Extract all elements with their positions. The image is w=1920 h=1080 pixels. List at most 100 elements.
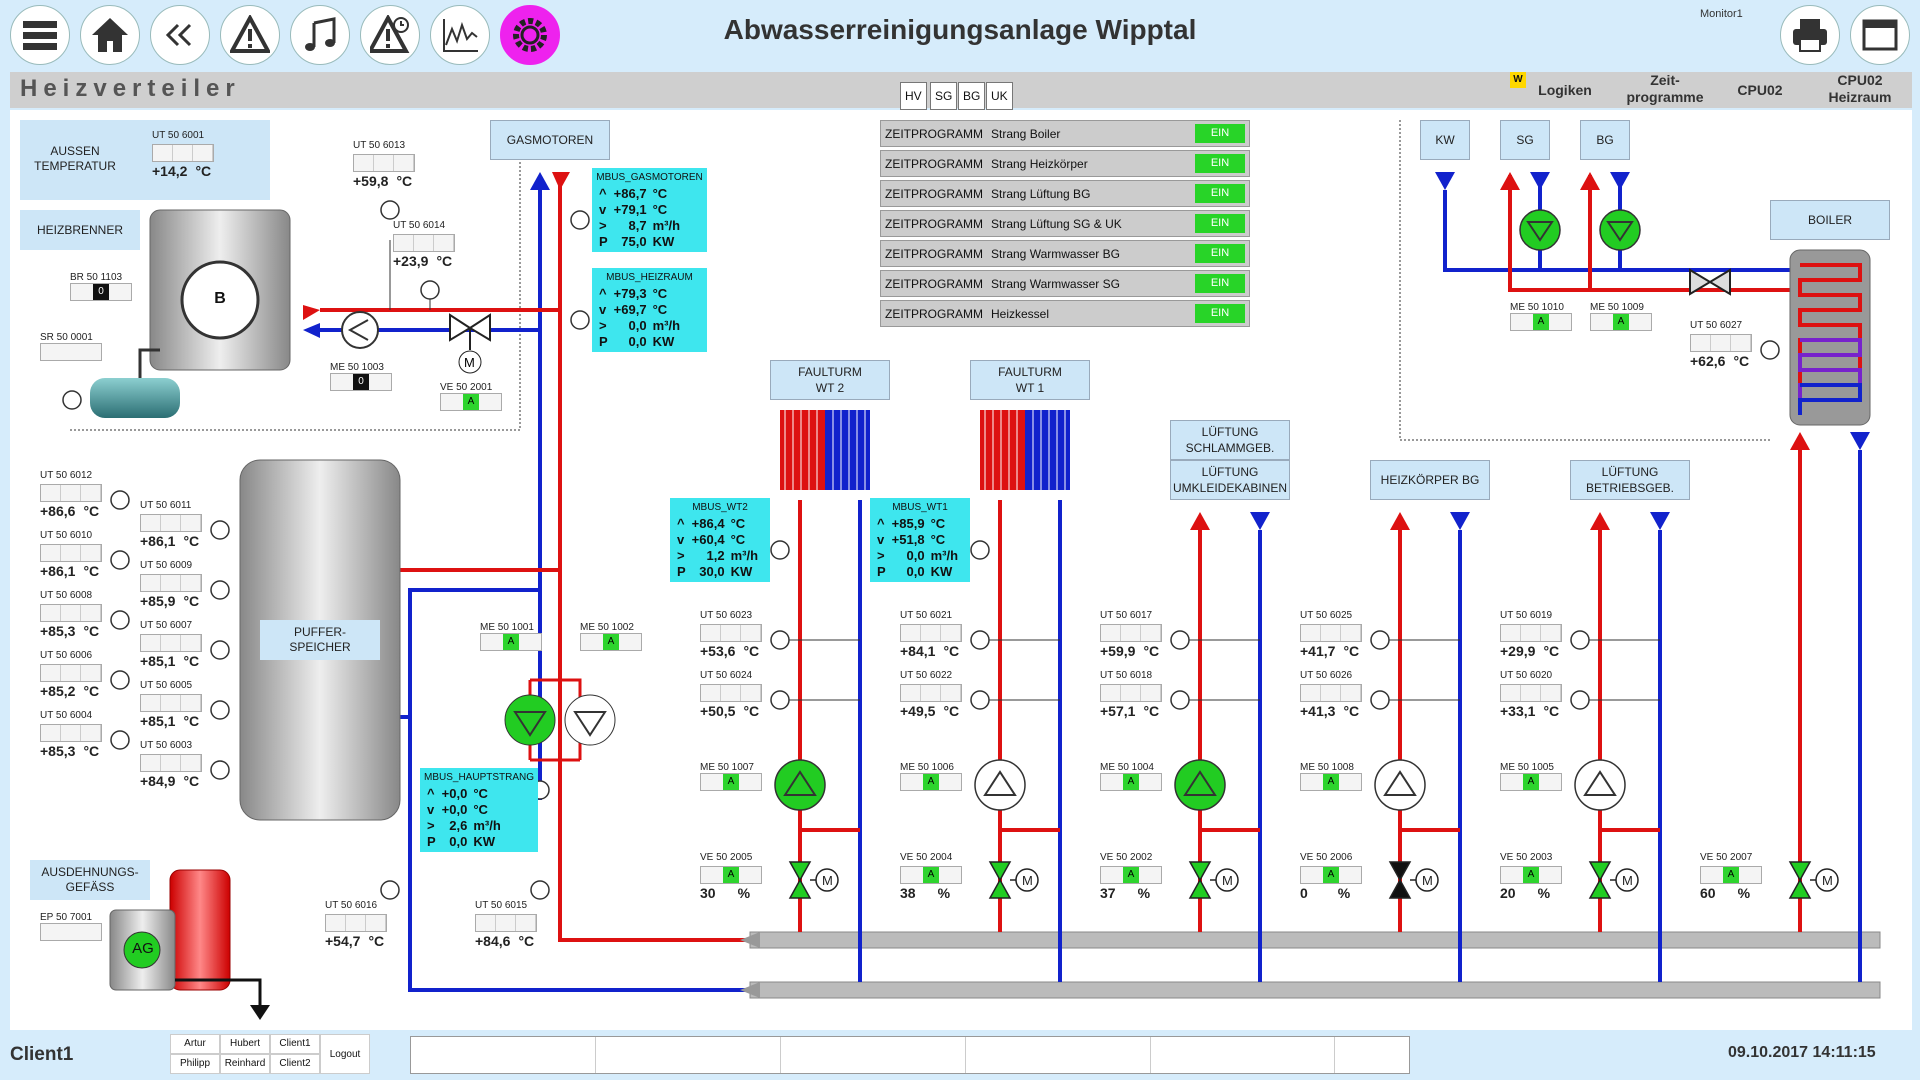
sensor-ut6001[interactable]: UT 50 6001+14,2°C xyxy=(152,130,214,179)
sensor-ut6020[interactable]: UT 50 6020+33,1°C xyxy=(1500,670,1562,719)
print-button[interactable] xyxy=(1780,5,1840,65)
zeitprogramm-state-button[interactable]: EIN xyxy=(1195,124,1245,143)
settings-button[interactable] xyxy=(500,5,560,65)
gasmotoren-button[interactable]: GASMOTOREN xyxy=(490,120,610,160)
sensor-ut6005[interactable]: UT 50 6005+85,1°C xyxy=(140,680,202,729)
zeitprogramm-state-button[interactable]: EIN xyxy=(1195,154,1245,173)
message-bar[interactable] xyxy=(410,1036,1410,1074)
window-button[interactable] xyxy=(1850,5,1910,65)
bg-button[interactable]: BG xyxy=(1580,120,1630,160)
menu-button[interactable] xyxy=(10,5,70,65)
zeitprogramm-state-button[interactable]: EIN xyxy=(1195,244,1245,263)
alarm-button[interactable] xyxy=(220,5,280,65)
tab-uk[interactable]: UK xyxy=(986,82,1013,110)
zeitprogramm-state-button[interactable]: EIN xyxy=(1195,304,1245,323)
user-philipp[interactable]: Philipp xyxy=(170,1054,220,1074)
sg-button[interactable]: SG xyxy=(1500,120,1550,160)
sound-button[interactable] xyxy=(290,5,350,65)
sensor-ut6003[interactable]: UT 50 6003+84,9°C xyxy=(140,740,202,789)
sensor-ut6009[interactable]: UT 50 6009+85,9°C xyxy=(140,560,202,609)
sensor-ut6021[interactable]: UT 50 6021+84,1°C xyxy=(900,610,962,659)
sensor-ut6019[interactable]: UT 50 6019+29,9°C xyxy=(1500,610,1562,659)
alarm-history-button[interactable] xyxy=(360,5,420,65)
sensor-ut6022[interactable]: UT 50 6022+49,5°C xyxy=(900,670,962,719)
home-button[interactable] xyxy=(80,5,140,65)
sensor-ut6018[interactable]: UT 50 6018+57,1°C xyxy=(1100,670,1162,719)
sensor-ut6012[interactable]: UT 50 6012+86,6°C xyxy=(40,470,102,519)
tab-bg[interactable]: BG xyxy=(958,82,986,110)
zeitprogramm-state-button[interactable]: EIN xyxy=(1195,184,1245,203)
sensor-ut6006[interactable]: UT 50 6006+85,2°C xyxy=(40,650,102,699)
tab-hv[interactable]: HV xyxy=(900,82,927,110)
sensor-ut6008[interactable]: UT 50 6008+85,3°C xyxy=(40,590,102,639)
zeitprogramm-state-button[interactable]: EIN xyxy=(1195,274,1245,293)
sensor-ut6027[interactable]: UT 50 6027+62,6°C xyxy=(1690,320,1752,369)
heizkoerper-bg-button[interactable]: HEIZKÖRPER BG xyxy=(1370,460,1490,500)
cpu02-link[interactable]: CPU02 xyxy=(1737,82,1783,98)
kw-button[interactable]: KW xyxy=(1420,120,1470,160)
user-hubert[interactable]: Hubert xyxy=(220,1034,270,1054)
user-client2[interactable]: Client2 xyxy=(270,1054,320,1074)
back-button[interactable] xyxy=(150,5,210,65)
sensor-ut6023[interactable]: UT 50 6023+53,6°C xyxy=(700,610,762,659)
status-sr0001[interactable]: SR 50 0001 xyxy=(40,332,102,361)
sensor-ut6025[interactable]: UT 50 6025+41,7°C xyxy=(1300,610,1362,659)
zeitprogramm-state-button[interactable]: EIN xyxy=(1195,214,1245,233)
logiken-link[interactable]: Logiken xyxy=(1538,82,1592,98)
sensor-ut6004[interactable]: UT 50 6004+85,3°C xyxy=(40,710,102,759)
boiler-button[interactable]: BOILER xyxy=(1770,200,1890,240)
logout-button[interactable]: Logout xyxy=(320,1034,370,1074)
user-reinhard[interactable]: Reinhard xyxy=(220,1054,270,1074)
sensor-ut6017[interactable]: UT 50 6017+59,9°C xyxy=(1100,610,1162,659)
user-artur[interactable]: Artur xyxy=(170,1034,220,1054)
sensor-ut6026[interactable]: UT 50 6026+41,3°C xyxy=(1300,670,1362,719)
sensor-ut6024[interactable]: UT 50 6024+50,5°C xyxy=(700,670,762,719)
sensor-ut6011[interactable]: UT 50 6011+86,1°C xyxy=(140,500,202,549)
sensor-ut6007[interactable]: UT 50 6007+85,1°C xyxy=(140,620,202,669)
sensor-ut6015[interactable]: UT 50 6015+84,6°C xyxy=(475,900,537,949)
user-client1[interactable]: Client1 xyxy=(270,1034,320,1054)
status-ep7001[interactable]: EP 50 7001 xyxy=(40,912,102,941)
sensor-ut6010[interactable]: UT 50 6010+86,1°C xyxy=(40,530,102,579)
sensor-ut6014[interactable]: UT 50 6014+23,9°C xyxy=(393,220,455,269)
trend-button[interactable] xyxy=(430,5,490,65)
sensor-ut6013[interactable]: UT 50 6013+59,8°C xyxy=(353,140,415,189)
zeitprogramme-link[interactable]: Zeit-programme xyxy=(1615,72,1715,106)
